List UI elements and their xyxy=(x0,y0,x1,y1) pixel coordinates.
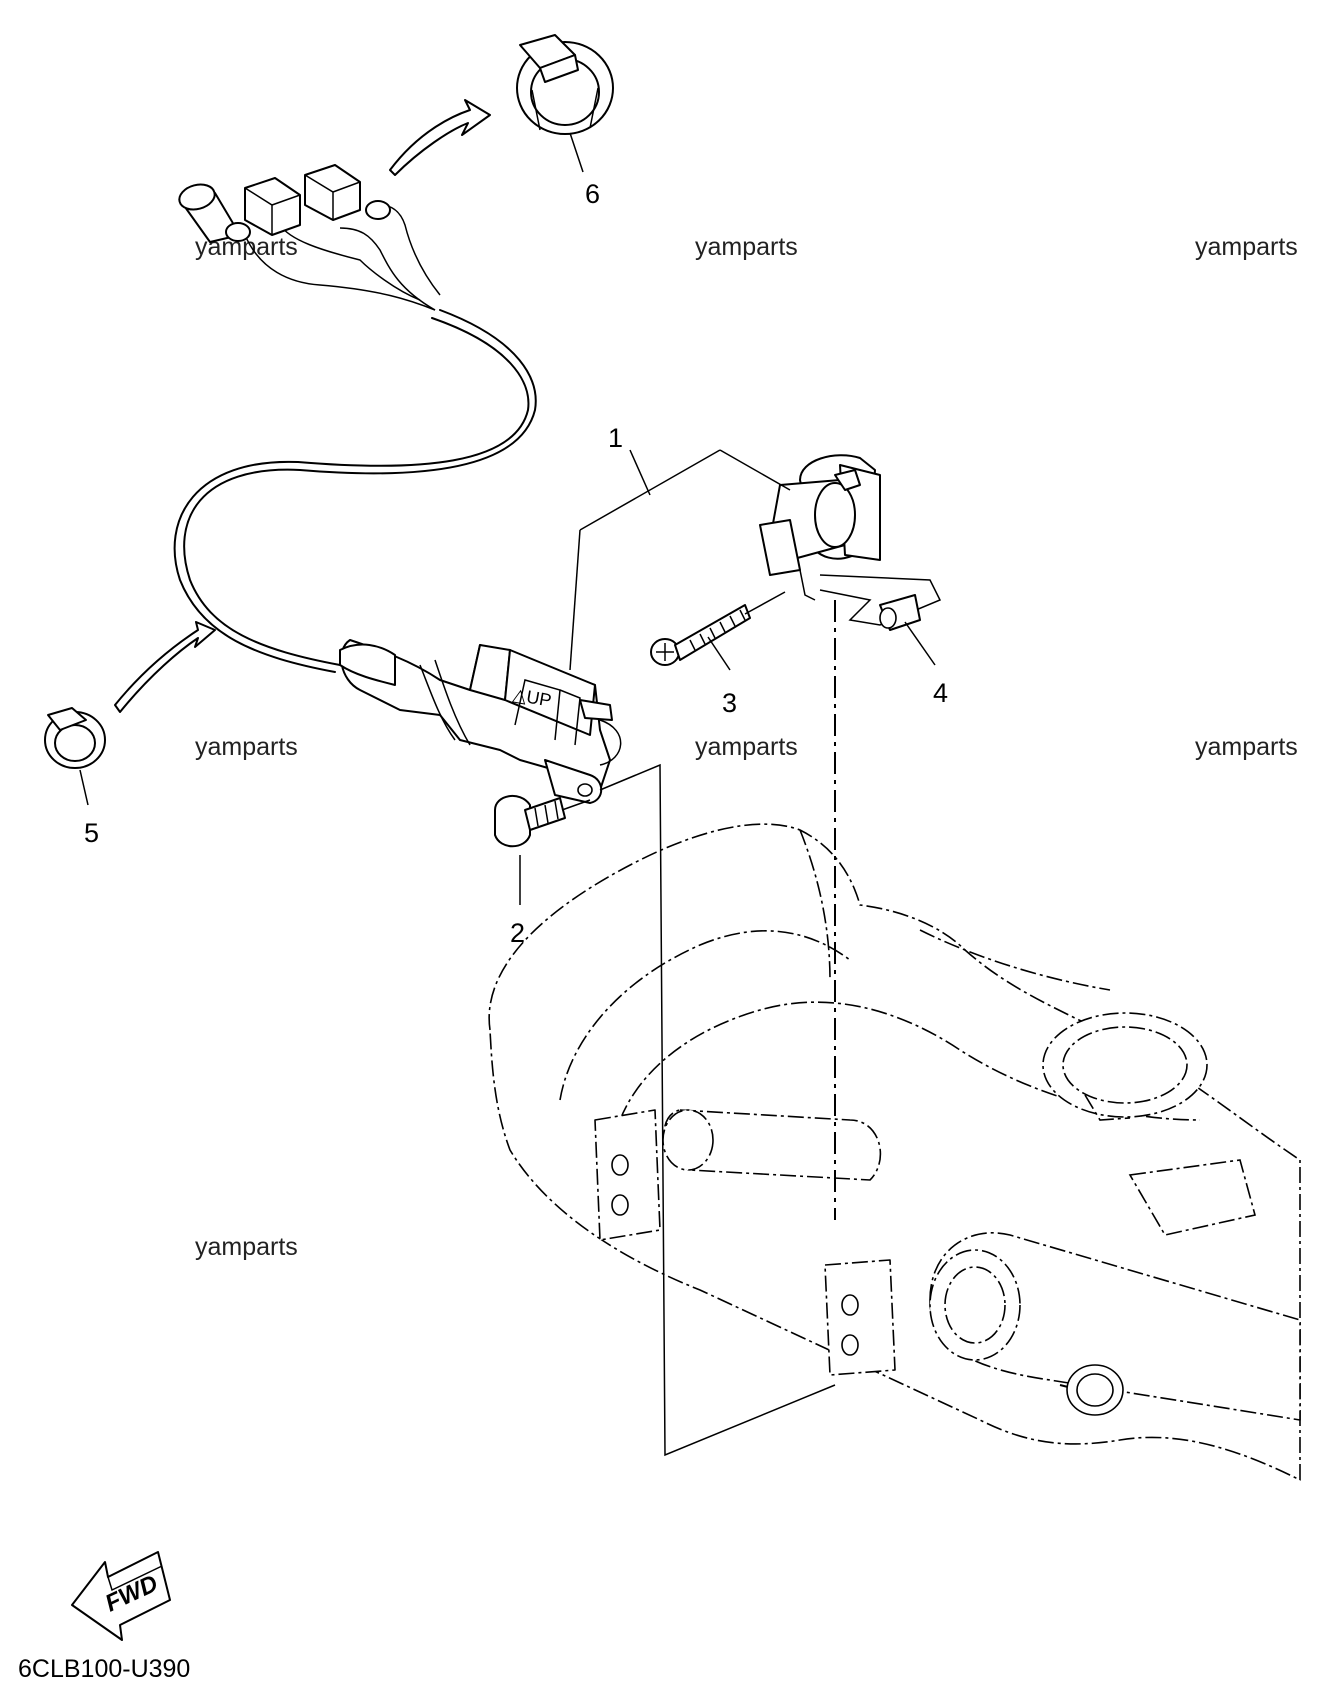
leader-1 xyxy=(569,449,791,671)
leader-6 xyxy=(569,132,584,173)
connector-square-2 xyxy=(304,164,391,221)
callout-labels: 1 2 3 4 5 6 xyxy=(84,179,948,948)
harness-connectors xyxy=(178,164,391,243)
screw-3 xyxy=(650,604,751,666)
screw-3-axis xyxy=(744,591,786,615)
callout-4: 4 xyxy=(933,678,948,708)
leader-4 xyxy=(904,621,936,666)
watermark: yamparts xyxy=(695,233,798,261)
leader-3 xyxy=(707,636,731,671)
connector-round xyxy=(178,183,251,243)
callout-3: 3 xyxy=(722,688,737,718)
callout-1: 1 xyxy=(608,423,623,453)
connector-square-1 xyxy=(244,177,301,236)
bracket-outline-ghost xyxy=(488,823,1301,1481)
clamp-6 xyxy=(516,34,614,135)
wire-harness xyxy=(173,204,537,673)
callout-5: 5 xyxy=(84,818,99,848)
callout-6: 6 xyxy=(585,179,600,209)
watermark: yamparts xyxy=(695,733,798,761)
arrow-to-clamp-5 xyxy=(114,621,216,713)
arrow-to-clamp-6 xyxy=(389,99,491,176)
bolt-2 xyxy=(494,795,566,848)
fwd-arrow: FWD xyxy=(71,1551,171,1641)
bolt-2-axis xyxy=(561,799,591,811)
watermark: yamparts xyxy=(1195,233,1298,261)
drawing-code: 6CLB100-U390 xyxy=(18,1655,190,1683)
trim-sensor-body: △UP xyxy=(339,639,622,804)
assembly-lines xyxy=(599,600,836,1457)
leader-5 xyxy=(79,769,89,806)
callout-2: 2 xyxy=(510,918,525,948)
trim-sensor-head xyxy=(759,454,942,631)
watermark: yamparts xyxy=(195,733,298,761)
watermark: yamparts xyxy=(195,1233,298,1261)
clamp-5 xyxy=(44,707,106,769)
watermark: yamparts xyxy=(1195,733,1298,761)
